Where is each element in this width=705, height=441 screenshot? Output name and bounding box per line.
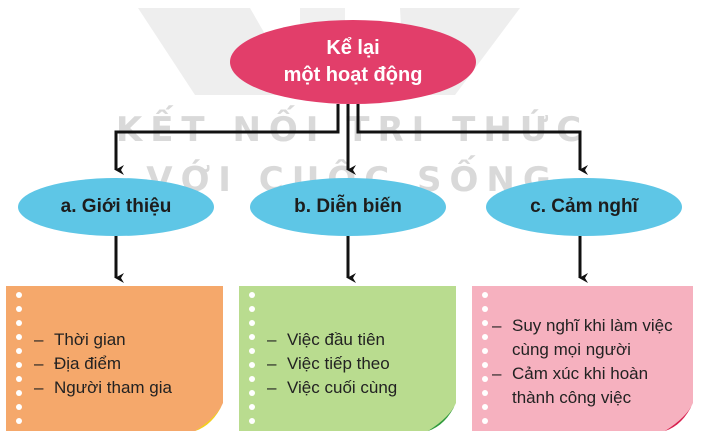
branch-feeling: c. Cảm nghĩ xyxy=(486,178,682,236)
binding-hole xyxy=(482,306,488,312)
root-title-line-2: một hoạt động xyxy=(283,64,423,86)
connector-right xyxy=(356,104,588,175)
branch-intro: a. Giới thiệu xyxy=(18,178,214,236)
page-curl-icon xyxy=(195,403,223,431)
card-item: –Địa điểm xyxy=(34,352,223,376)
binding-hole xyxy=(482,390,488,396)
binding-hole xyxy=(16,292,22,298)
card-intro: –Thời gian –Địa điểm –Người tham gia xyxy=(6,286,223,431)
card-progress: –Việc đầu tiên –Việc tiếp theo –Việc cuố… xyxy=(239,286,456,431)
binding-hole xyxy=(16,348,22,354)
binding-hole xyxy=(482,404,488,410)
binding-hole xyxy=(16,362,22,368)
binding-hole xyxy=(249,404,255,410)
card-item: –Người tham gia xyxy=(34,376,223,400)
card-item-line: cùng mọi người xyxy=(512,340,631,359)
binding-hole xyxy=(482,348,488,354)
binding-hole xyxy=(16,390,22,396)
binding-hole xyxy=(482,362,488,368)
card-item-line: Suy nghĩ khi làm việc xyxy=(512,316,673,335)
branch-feeling-label: c. Cảm nghĩ xyxy=(530,196,638,217)
binding-hole xyxy=(482,334,488,340)
binding-hole xyxy=(16,334,22,340)
card-item-line: Thời gian xyxy=(54,330,126,349)
card-item-line: thành công việc xyxy=(512,388,632,407)
card-item: –Việc tiếp theo xyxy=(267,352,456,376)
card-item-line: Việc cuối cùng xyxy=(287,378,398,397)
binding-hole xyxy=(249,348,255,354)
binding-hole xyxy=(249,320,255,326)
root-title-line-1: Kể lại xyxy=(326,37,380,59)
binding-hole xyxy=(249,306,255,312)
card-item-line: Việc tiếp theo xyxy=(287,354,390,373)
binding-hole xyxy=(249,362,255,368)
page-curl-icon xyxy=(665,403,693,431)
card-item-line: Địa điểm xyxy=(54,354,122,373)
binding-hole xyxy=(249,334,255,340)
connector-left xyxy=(114,104,340,175)
card-binding-holes xyxy=(249,292,255,430)
binding-hole xyxy=(249,292,255,298)
binding-hole xyxy=(16,418,22,424)
binding-hole xyxy=(249,418,255,424)
card-item-line: Cảm xúc khi hoàn xyxy=(512,364,649,383)
card-item: –Thời gian xyxy=(34,328,223,352)
branch-progress: b. Diễn biến xyxy=(250,178,446,236)
binding-hole xyxy=(16,376,22,382)
card-binding-holes xyxy=(16,292,22,430)
binding-hole xyxy=(16,306,22,312)
binding-hole xyxy=(249,390,255,396)
branch-progress-label: b. Diễn biến xyxy=(294,196,402,217)
root-node: Kể lại một hoạt động xyxy=(230,20,476,104)
card-item: –Việc đầu tiên xyxy=(267,328,456,352)
branch-intro-label: a. Giới thiệu xyxy=(60,196,172,217)
binding-hole xyxy=(16,320,22,326)
binding-hole xyxy=(249,376,255,382)
binding-hole xyxy=(482,418,488,424)
page-curl-icon xyxy=(428,403,456,431)
card-item-line: Việc đầu tiên xyxy=(287,330,385,349)
binding-hole xyxy=(16,404,22,410)
card-item-line: Người tham gia xyxy=(54,378,172,397)
binding-hole xyxy=(482,320,488,326)
card-item: –Việc cuối cùng xyxy=(267,376,456,400)
binding-hole xyxy=(482,376,488,382)
card-binding-holes xyxy=(482,292,488,430)
binding-hole xyxy=(482,292,488,298)
